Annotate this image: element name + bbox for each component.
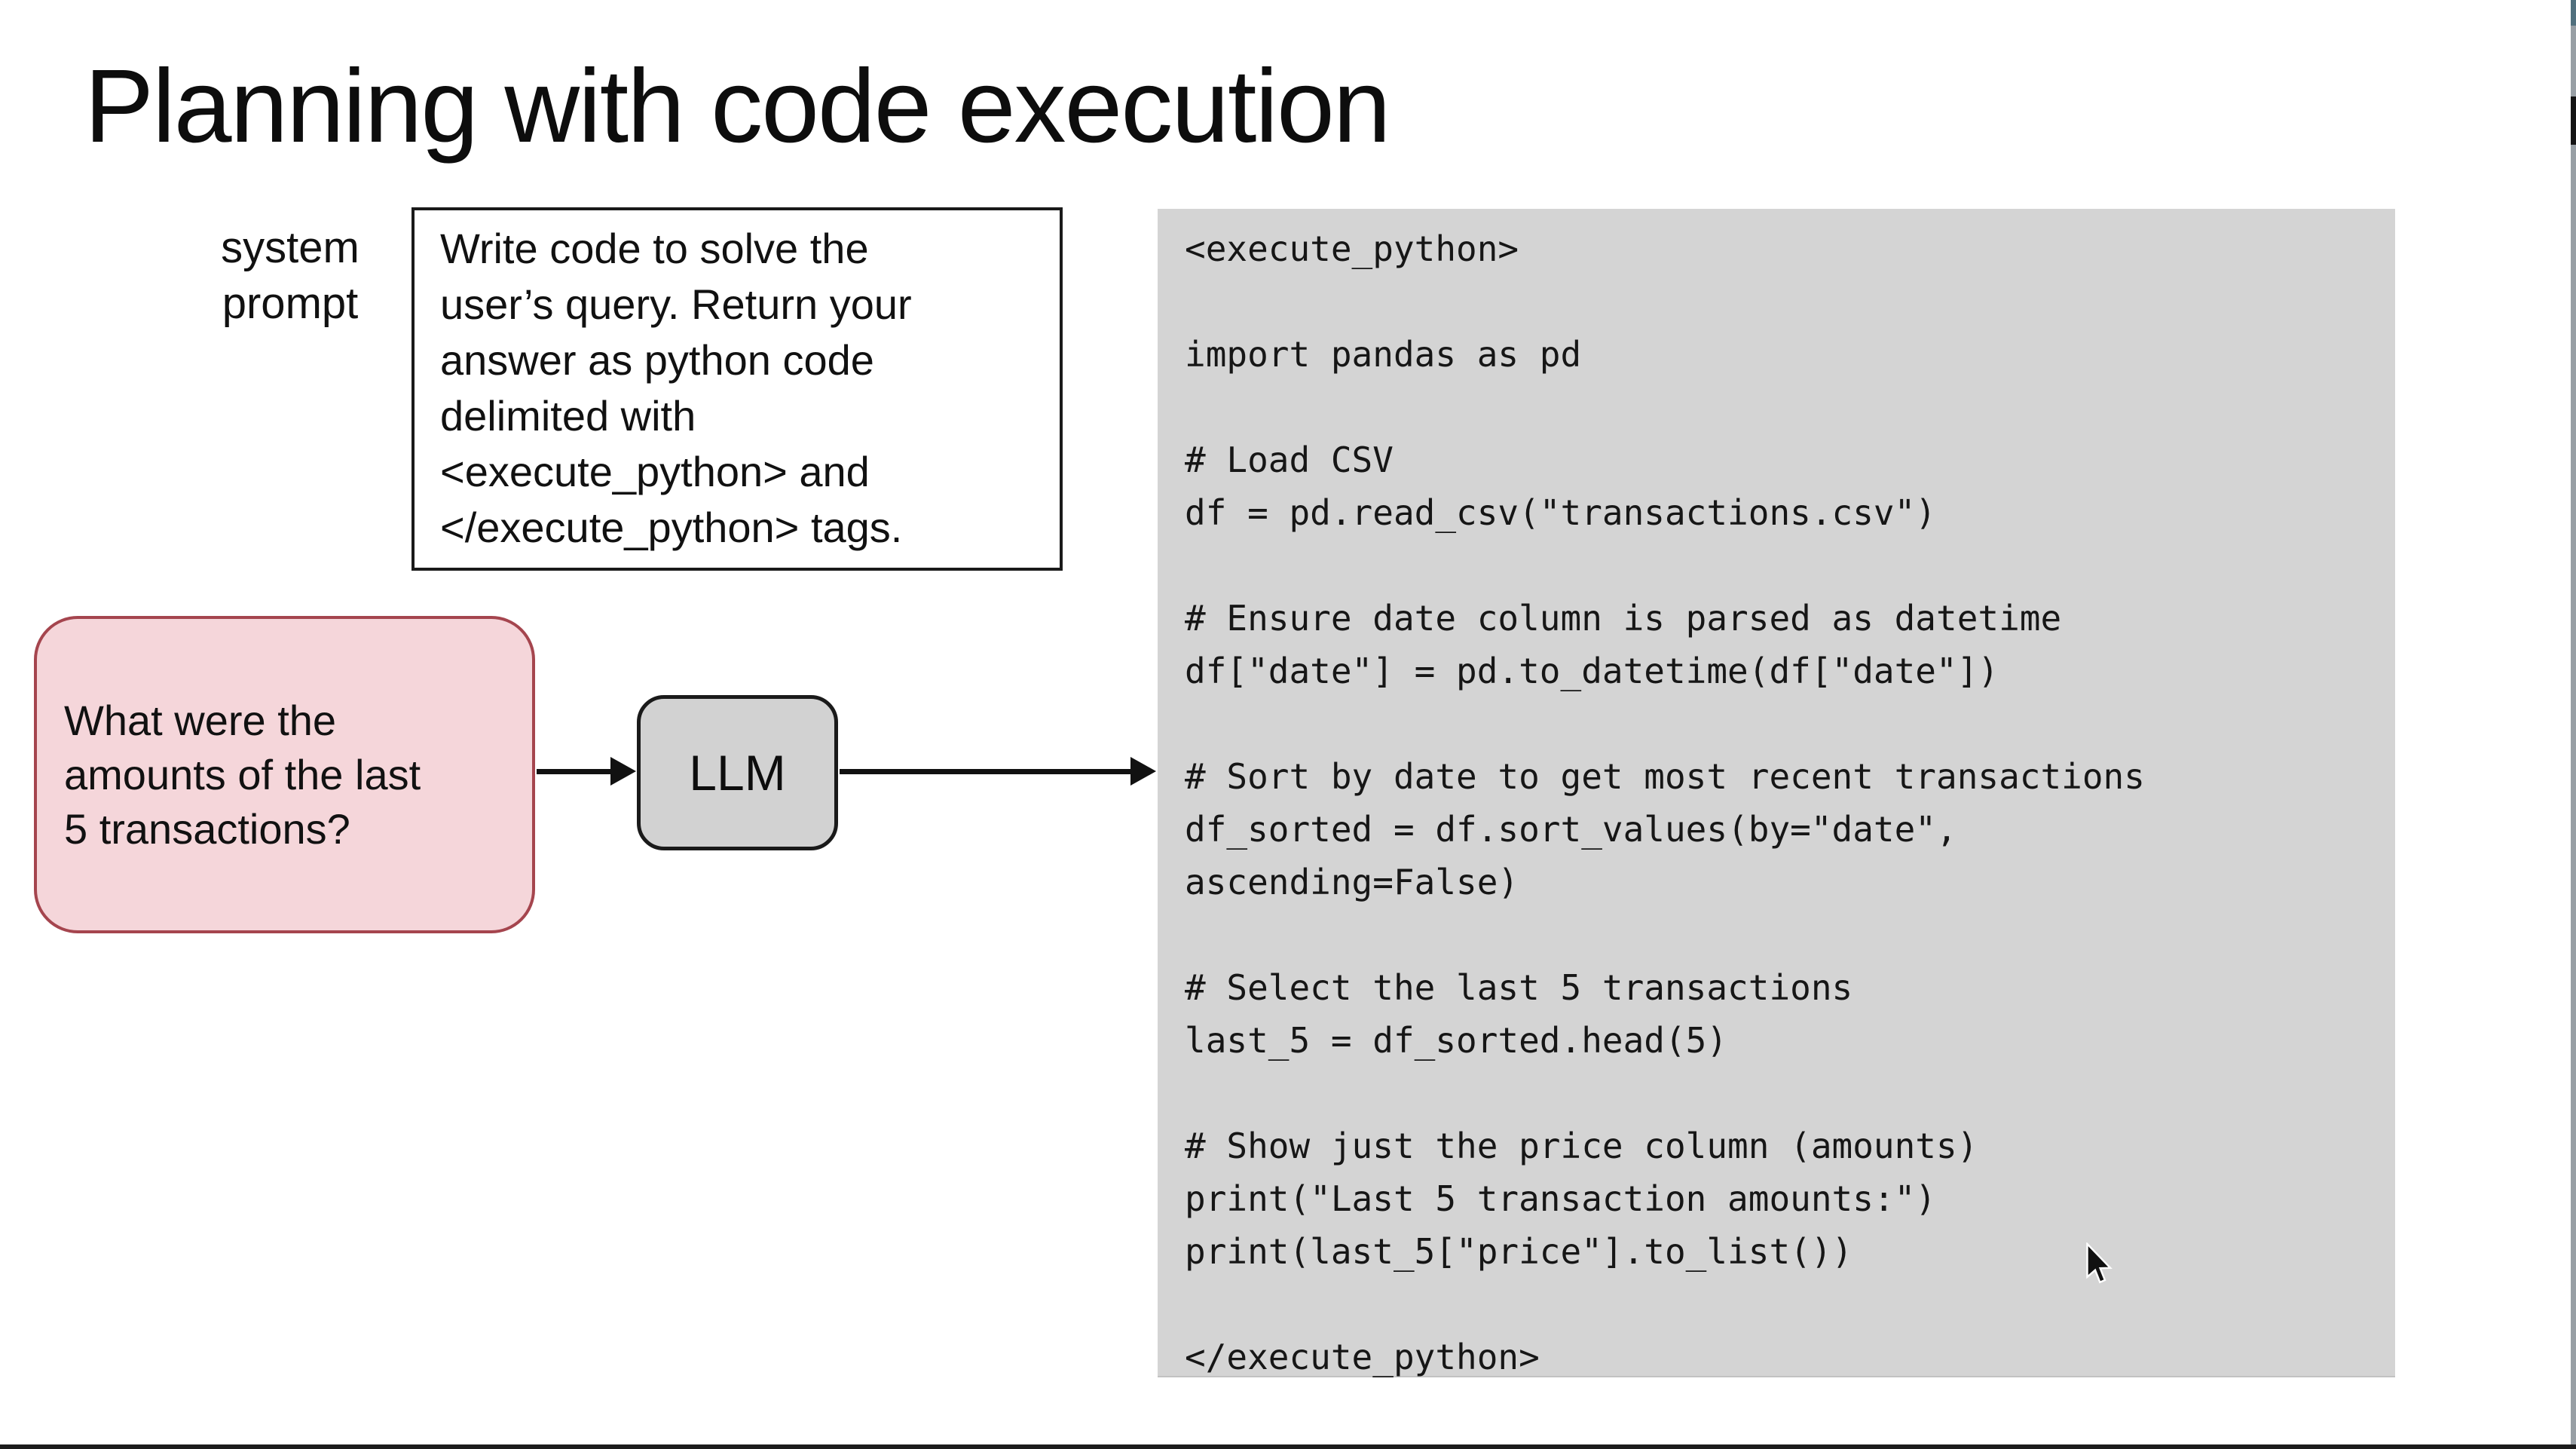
scrollbar-top-segment: [2571, 0, 2576, 26]
mouse-cursor-icon: [2085, 1241, 2116, 1288]
scrollbar-track[interactable]: [2571, 0, 2576, 1449]
user-query-text: What were the amounts of the last 5 tran…: [64, 696, 421, 853]
code-output-panel: <execute_python> import pandas as pd # L…: [1158, 209, 2395, 1377]
system-prompt-box: Write code to solve the user’s query. Re…: [411, 207, 1063, 571]
slide-title: Planning with code execution: [84, 48, 1391, 164]
arrow-llm-to-code-head: [1130, 757, 1156, 786]
scrollbar-thumb[interactable]: [2571, 96, 2576, 145]
system-prompt-label: system prompt: [221, 223, 359, 328]
arrow-llm-to-code: [840, 769, 1134, 774]
arrow-query-to-llm-head: [610, 757, 636, 786]
bottom-edge-bar: [0, 1444, 2576, 1449]
user-query-box: What were the amounts of the last 5 tran…: [34, 616, 535, 933]
python-code-text: <execute_python> import pandas as pd # L…: [1185, 228, 2145, 1377]
system-prompt-text: Write code to solve the user’s query. Re…: [440, 225, 912, 551]
arrow-query-to-llm: [537, 769, 613, 774]
llm-box: LLM: [637, 695, 838, 850]
